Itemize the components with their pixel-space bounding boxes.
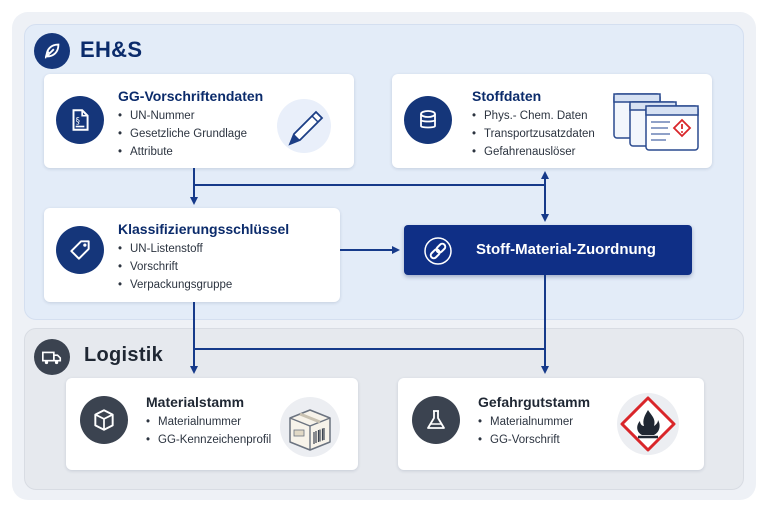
logistik-title: Logistik — [84, 344, 164, 366]
truck-icon — [34, 339, 70, 375]
list-item: Gefahrenauslöser — [472, 143, 595, 161]
flammable-hazard-icon — [616, 392, 680, 461]
zuordnung-label: Stoff-Material-Zuordnung — [476, 241, 656, 258]
gefahrgut-card-title: Gefahrgutstamm — [478, 394, 591, 410]
list-item: Transportzusatzdaten — [472, 125, 595, 143]
link-icon — [424, 237, 452, 270]
list-item: Attribute — [118, 143, 247, 161]
pen-icon — [276, 98, 332, 159]
stoff-card-title: Stoffdaten — [472, 88, 542, 104]
tag-icon — [56, 226, 104, 274]
flask-icon — [412, 396, 460, 444]
list-item: Gesetzliche Grundlage — [118, 125, 247, 143]
gefahrgut-card-items: Materialnummer GG-Vorschrift — [478, 413, 573, 449]
klass-card-title: Klassifizierungsschlüssel — [118, 221, 290, 237]
data-sheets-hazard-icon — [610, 88, 702, 159]
list-item: Vorschrift — [118, 258, 232, 276]
stoff-card-items: Phys.- Chem. Daten Transportzusatzdaten … — [472, 107, 595, 161]
material-card-title: Materialstamm — [146, 394, 245, 410]
box-icon — [80, 396, 128, 444]
klass-card-items: UN-Listenstoff Vorschrift Verpackungsgru… — [118, 240, 232, 294]
gg-card-items: UN-Nummer Gesetzliche Grundlage Attribut… — [118, 107, 247, 161]
package-barcode-icon — [278, 396, 342, 463]
list-item: Verpackungsgruppe — [118, 276, 232, 294]
svg-text:§: § — [76, 116, 80, 126]
ehs-title: EH&S — [80, 37, 143, 62]
stoff-material-zuordnung-box[interactable] — [404, 225, 692, 275]
list-item: Materialnummer — [478, 413, 573, 431]
list-item: GG-Vorschrift — [478, 431, 573, 449]
list-item: Phys.- Chem. Daten — [472, 107, 595, 125]
document-paragraph-icon: § — [56, 96, 104, 144]
list-item: UN-Nummer — [118, 107, 247, 125]
gg-card-title: GG-Vorschriftendaten — [118, 88, 264, 104]
leaf-icon — [34, 33, 70, 69]
list-item: GG-Kennzeichenprofil — [146, 431, 271, 449]
database-icon — [404, 96, 452, 144]
list-item: Materialnummer — [146, 413, 271, 431]
material-card-items: Materialnummer GG-Kennzeichenprofil — [146, 413, 271, 449]
list-item: UN-Listenstoff — [118, 240, 232, 258]
